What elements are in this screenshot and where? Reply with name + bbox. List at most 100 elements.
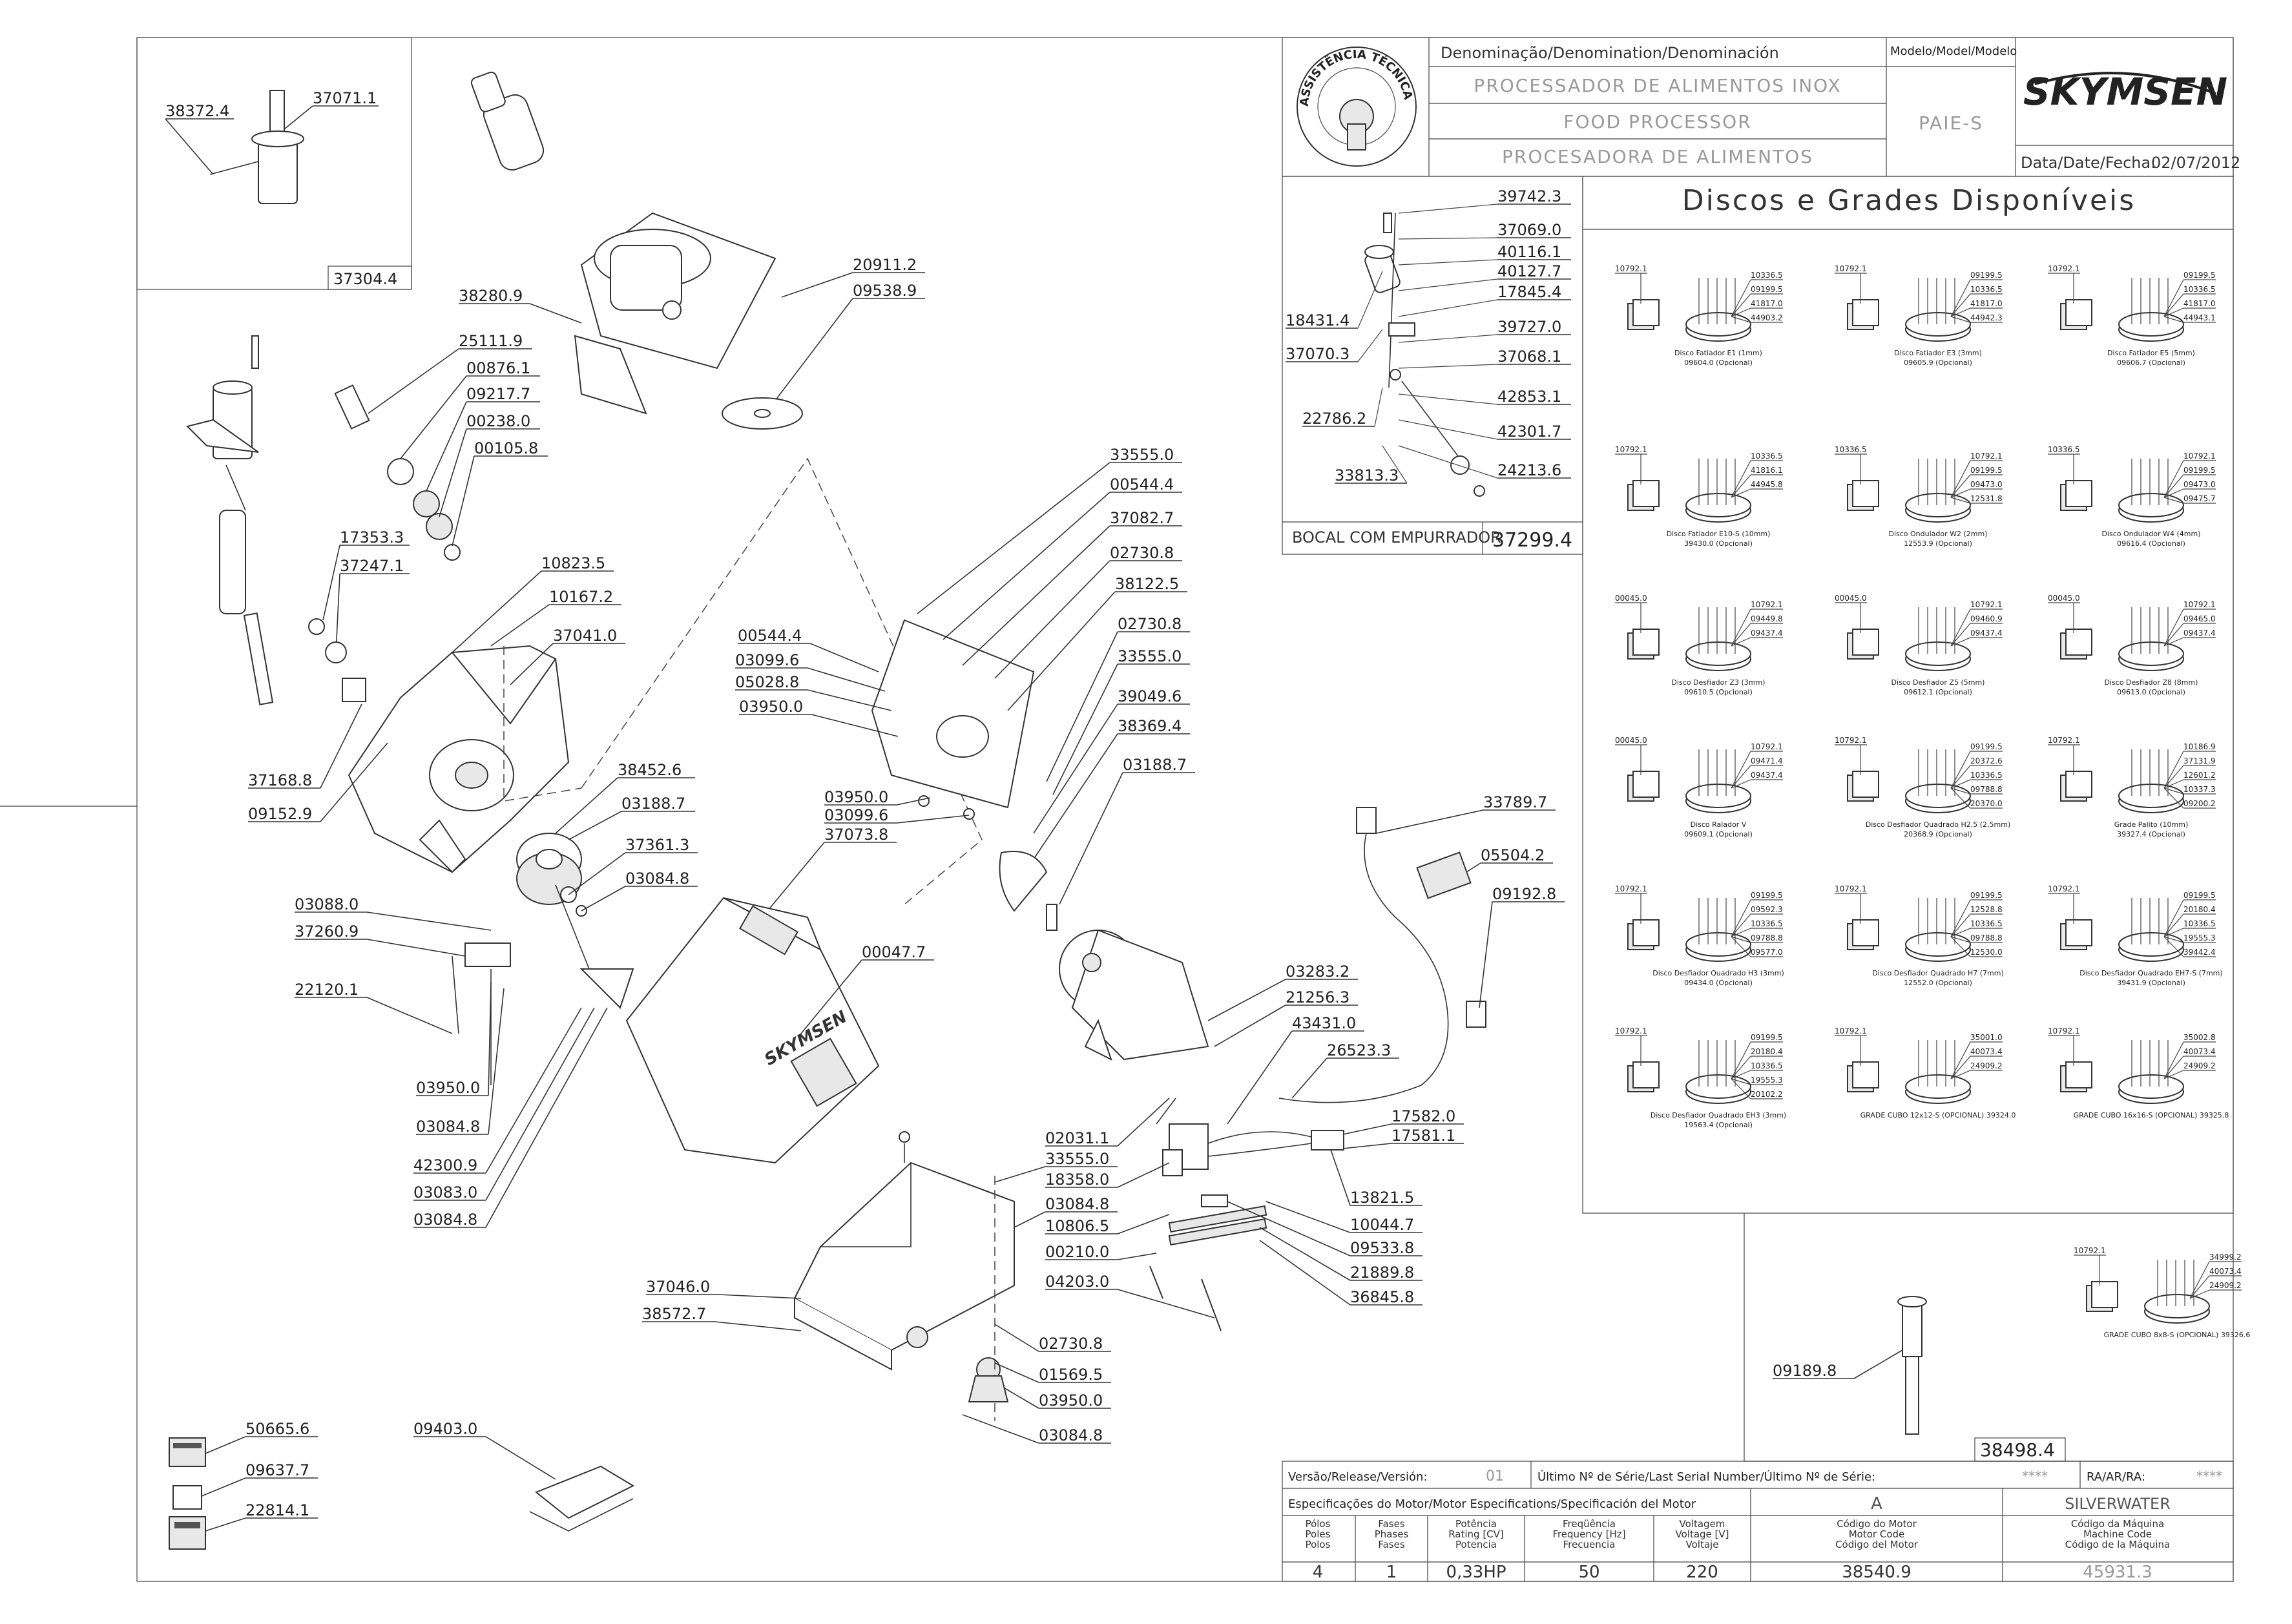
part-label: 39442.4 — [2183, 948, 2216, 957]
part-label: 03188.7 — [1123, 756, 1187, 774]
part-label: 10792.1 — [1970, 452, 2003, 461]
shaft-box: 38498.4 09189.8 — [1744, 1213, 2233, 1462]
disc-code: 12552.0 (Opcional) — [1904, 979, 1972, 987]
footer-table: Versão/Release/Versión: 01 Último Nº de … — [1282, 1461, 2234, 1582]
bowl-housing — [348, 645, 570, 873]
title-block: Denominação/Denomination/Denominación Mo… — [0, 0, 2240, 177]
part-label: 33555.0 — [1118, 647, 1182, 665]
part-label: 41817.0 — [2183, 299, 2216, 308]
part-label: 01569.5 — [1039, 1366, 1103, 1384]
spec-header: Frequency [Hz] — [1552, 1528, 1625, 1540]
part-label: 22814.1 — [245, 1501, 309, 1519]
disc-code: 39431.9 (Opcional) — [2117, 979, 2185, 987]
part-label: 00238.0 — [466, 412, 530, 430]
part-label: 10336.5 — [1970, 285, 2003, 294]
part-label: 17582.0 — [1391, 1107, 1455, 1125]
part-label: 03950.0 — [739, 698, 803, 716]
spec-header: Pólos — [1306, 1518, 1331, 1530]
disc-caption: Disco Desfiador Quadrado H2,5 (2,5mm) — [1866, 820, 2011, 829]
part-label: 37361.3 — [625, 836, 689, 854]
part-label: 20372.6 — [1970, 756, 2003, 765]
disc-caption: GRADE CUBO 12x12-S (OPCIONAL) 39324.0 — [1860, 1111, 2016, 1119]
part-label: 37069.0 — [1497, 221, 1561, 239]
disc-grid: 10792.1 10336.5 09199.5 41817.0 44903.2Disco… — [1615, 264, 2250, 1339]
disc-item: 10792.109199.520180.410336.519555.320102… — [1615, 1026, 1786, 1129]
disc-caption: Disco Ondulador W2 (2mm) — [1888, 530, 1987, 538]
part-label: 20102.2 — [1751, 1090, 1783, 1099]
part-label: 09199.5 — [1751, 1033, 1783, 1042]
part-label: 09437.4 — [1751, 771, 1783, 780]
bocal-code: 37299.4 — [1492, 529, 1572, 552]
part-label: 40116.1 — [1497, 243, 1561, 261]
disc-code: 39327.4 (Opcional) — [2117, 830, 2185, 838]
part-label: 09403.0 — [413, 1420, 477, 1438]
part-label: 37071.1 — [313, 89, 377, 107]
part-label: 17581.1 — [1391, 1127, 1455, 1145]
inset-box-code: 37304.4 — [333, 270, 397, 288]
base-plate — [793, 1131, 1015, 1382]
disc-code: 09610.5 (Opcional) — [1684, 688, 1753, 696]
part-label: 10792.1 — [2048, 736, 2080, 745]
spec-header: Voltaje — [1686, 1539, 1719, 1550]
part-label: 10336.5 — [1751, 919, 1783, 928]
latch-assembly — [452, 884, 634, 1085]
part-label: 33555.0 — [1045, 1150, 1109, 1168]
disc-caption: Disco Desfiador Z3 (3mm) — [1672, 678, 1766, 687]
part-label: 18358.0 — [1045, 1171, 1109, 1189]
part-label: 09460.9 — [1970, 614, 2003, 623]
disc-caption: GRADE CUBO 8x8-S (OPCIONAL) 39326.6 — [2104, 1331, 2251, 1339]
part-label: 35002.8 — [2183, 1033, 2216, 1042]
part-label: 10792.1 — [1835, 736, 1867, 745]
part-label: 10336.5 — [1751, 452, 1783, 461]
part-label: 10336.5 — [1835, 445, 1867, 454]
part-label: 38372.4 — [165, 102, 229, 120]
part-label: 09199.5 — [2183, 891, 2216, 900]
spec-header: Código de la Máquina — [2065, 1539, 2170, 1550]
part-label: 09577.0 — [1751, 948, 1783, 957]
spec-header: Código del Motor — [1835, 1539, 1919, 1550]
part-label: 44903.2 — [1751, 313, 1783, 322]
spec-header: Polos — [1306, 1539, 1331, 1550]
part-label: 20370.0 — [1970, 799, 2003, 808]
model-code: PAIE-S — [1919, 112, 1983, 134]
part-label: 38572.7 — [642, 1305, 706, 1323]
part-label: 10823.5 — [541, 554, 605, 572]
motor-spec-columns: PólosPolesPolos4FasesPhasesFases1Potênci… — [1306, 1518, 2171, 1582]
shaft-part — [258, 138, 298, 204]
part-label: 09437.4 — [2183, 629, 2216, 638]
part-label: 37070.3 — [1286, 345, 1349, 363]
brand-logo: SKYMSEN — [2023, 70, 2227, 114]
disc-item: 10792.109199.510336.541817.044942.3Disco… — [1835, 264, 2003, 367]
version-value: 01 — [1486, 1468, 1504, 1484]
part-label: 09437.4 — [1970, 629, 2003, 638]
part-label: 03099.6 — [735, 651, 799, 669]
part-label: 10336.5 — [2183, 285, 2216, 294]
part-label: 09471.4 — [1751, 756, 1783, 765]
spec-value: 38540.9 — [1842, 1563, 1912, 1582]
part-label: 10337.3 — [2183, 785, 2216, 794]
part-label: 24909.2 — [2183, 1061, 2216, 1070]
disc-caption: Disco Desfiador Quadrado H3 (3mm) — [1652, 969, 1784, 977]
part-label: 09473.0 — [2183, 480, 2216, 489]
part-label: 10792.1 — [2074, 1246, 2106, 1255]
part-label: 41816.1 — [1751, 466, 1783, 475]
part-label: 09199.5 — [1970, 466, 2003, 475]
part-label: 20180.4 — [2183, 905, 2216, 914]
part-label: 10186.9 — [2183, 742, 2216, 751]
bocal-labels: 39742.337069.040116.140127.717845.439727… — [1286, 187, 1571, 484]
motor-variant: A — [1871, 1494, 1882, 1514]
part-label: 10336.5 — [1751, 271, 1783, 280]
part-label: 03084.8 — [1045, 1195, 1109, 1213]
spec-header: Fases — [1378, 1539, 1404, 1550]
part-label: 09637.7 — [245, 1461, 309, 1479]
belt-part — [999, 851, 1048, 912]
part-label: 05504.2 — [1481, 846, 1545, 864]
part-label: 37168.8 — [248, 771, 312, 789]
part-label: 40127.7 — [1497, 262, 1561, 280]
part-label: 09788.8 — [1970, 785, 2003, 794]
disc-caption: GRADE CUBO 16x16-S (OPCIONAL) 39325.8 — [2074, 1111, 2229, 1119]
part-label: 03088.0 — [295, 895, 359, 913]
part-label: 10792.1 — [1615, 1026, 1647, 1036]
disc-item: 10792.110186.937131.912601.210337.309200… — [2048, 736, 2216, 838]
